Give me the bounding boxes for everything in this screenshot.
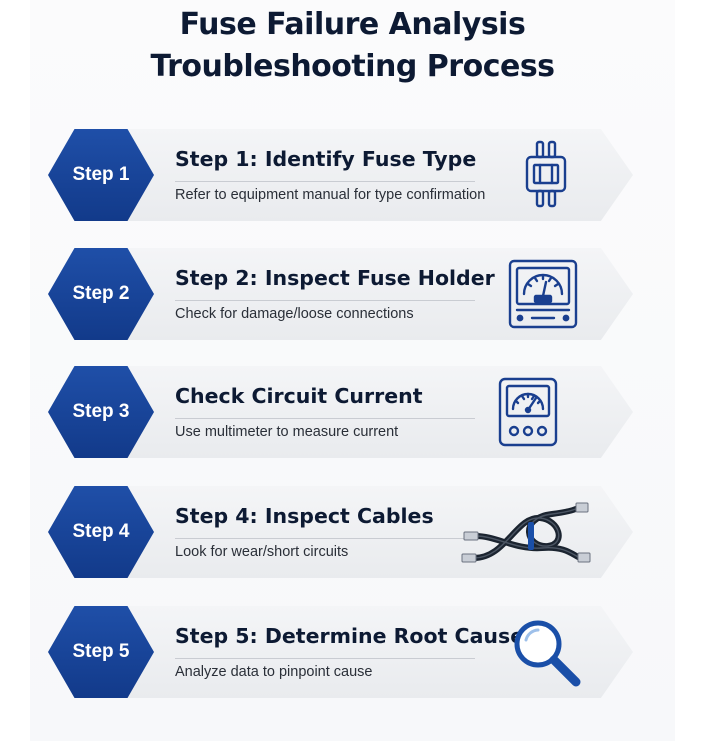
title-line-2: Troubleshooting Process	[150, 49, 555, 84]
step-4-badge: Step 4	[72, 521, 130, 542]
step-5-description: Analyze data to pinpoint cause	[175, 664, 373, 680]
step-4-arrow-banner	[98, 486, 633, 578]
step-5-badge: Step 5	[72, 641, 130, 662]
step-2-title: Step 2: Inspect Fuse Holder	[175, 266, 495, 290]
fuse-icon	[525, 140, 567, 208]
step-3-hexagon: Step 3	[48, 366, 154, 458]
step-3-arrow-banner	[98, 366, 633, 458]
step-2-divider	[175, 300, 475, 301]
step-2-card: Step 2 Step 2: Inspect Fuse Holder Check…	[48, 248, 633, 340]
step-3-title: Check Circuit Current	[175, 384, 423, 408]
step-1-badge: Step 1	[72, 164, 130, 185]
step-4-divider	[175, 538, 475, 539]
step-5-divider	[175, 658, 475, 659]
step-3-divider	[175, 418, 475, 419]
step-2-badge: Step 2	[72, 283, 130, 304]
step-3-card: Step 3 Check Circuit Current Use multime…	[48, 366, 633, 458]
step-4-description: Look for wear/short circuits	[175, 544, 349, 560]
page-title: Fuse Failure Analysis Troubleshooting Pr…	[0, 4, 705, 88]
step-3-badge: Step 3	[72, 401, 130, 422]
step-2-description: Check for damage/loose connections	[175, 306, 414, 322]
step-5-title: Step 5: Determine Root Cause	[175, 624, 525, 648]
step-4-title: Step 4: Inspect Cables	[175, 504, 434, 528]
magnifier-icon	[514, 620, 581, 687]
step-4-card: Step 4 Step 4: Inspect Cables Look for w…	[48, 486, 633, 578]
step-1-description: Refer to equipment manual for type confi…	[175, 187, 486, 203]
step-5-card: Step 5 Step 5: Determine Root Cause Anal…	[48, 606, 633, 698]
step-3-description: Use multimeter to measure current	[175, 424, 399, 440]
panel-meter-icon	[508, 259, 578, 329]
step-1-divider	[175, 181, 475, 182]
step-1-title: Step 1: Identify Fuse Type	[175, 147, 477, 171]
title-line-1: Fuse Failure Analysis	[179, 7, 526, 42]
step-2-hexagon: Step 2	[48, 248, 154, 340]
cable-icon	[461, 502, 591, 563]
multimeter-icon	[498, 377, 558, 447]
step-1-card: Step 1 Step 1: Identify Fuse Type Refer …	[48, 129, 633, 221]
